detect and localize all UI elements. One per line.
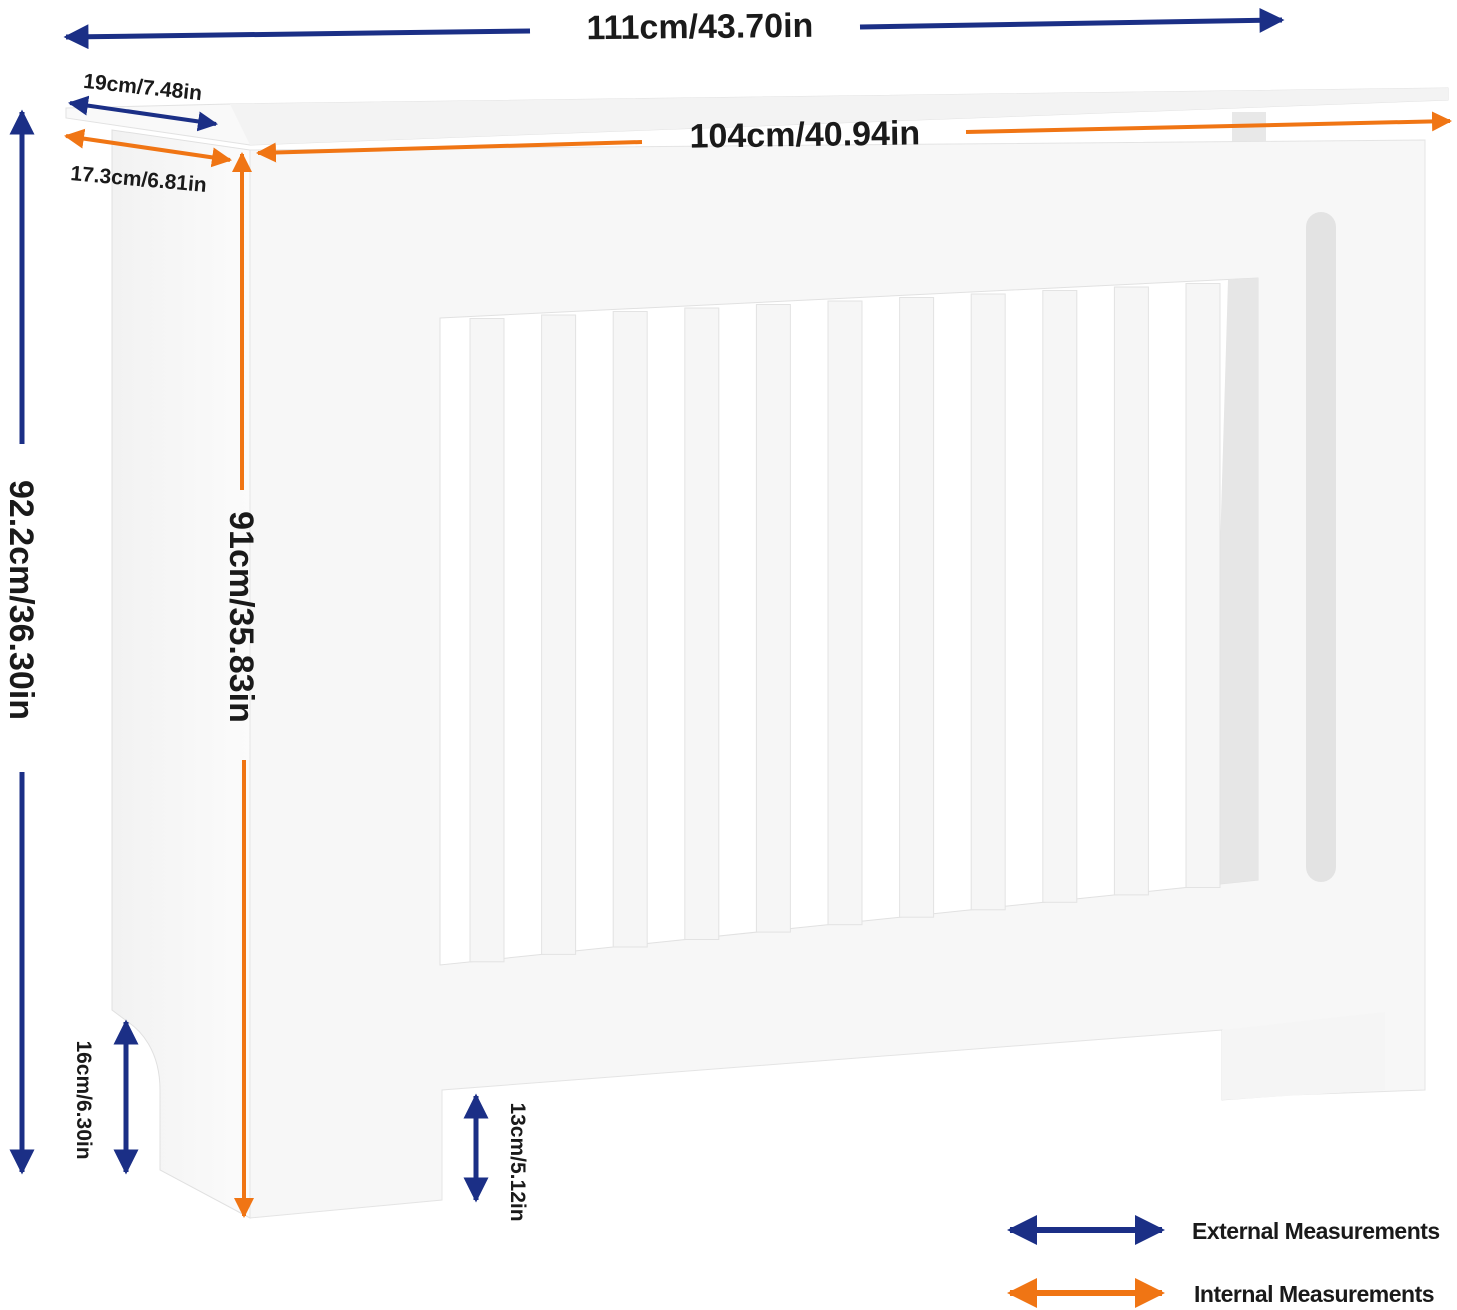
overall-width-arrow-right [859,7,1285,33]
depth-label: 19cm/7.48in [82,70,203,105]
grille-slat [469,318,505,963]
right-side-slot [1306,212,1336,882]
grille-slat [1042,290,1078,903]
grille-slat [684,307,720,940]
inner-height-label: 91cm/35.83in [222,511,260,723]
grille-slat [899,297,935,918]
legend-external-label: External Measurements [1192,1218,1440,1244]
legend-external: External Measurements [1007,1215,1440,1245]
grille-slat [1113,286,1149,896]
legend-internal: Internal Measurements [1007,1278,1435,1308]
grille-slat [755,304,791,933]
front-cutout-label: 13cm/5.12in [506,1102,529,1221]
grille-right-inner-wall [1210,278,1258,885]
inner-width-arrow-left [256,140,643,163]
right-leg [1222,1012,1385,1100]
grille-slat [541,314,577,955]
depth-arrow [68,95,218,132]
internal-dimensions: 104cm/40.94in 91cm/35.83in 17.3cm/6.81in… [64,111,1452,1222]
overall-height-label: 92.2cm/36.30in [2,480,40,720]
top-shelf-front-edge [230,88,1448,145]
grille-slat [970,293,1006,911]
legend: External Measurements Internal Measureme… [1007,1215,1440,1308]
grille-slat [1185,283,1221,888]
overall-width-arrow-left [63,24,531,50]
overall-width-label: 111cm/43.70in [586,7,813,47]
inner-width-label: 104cm/40.94in [689,114,920,155]
inner-width-arrow-right [965,111,1452,134]
external-dimensions: 111cm/43.70in 92.2cm/36.30in 19cm/7.48in… [2,7,1285,1175]
grille-slats [469,283,1221,963]
grille-slat [827,300,863,926]
side-cutout-label: 16cm/6.30in [72,1040,95,1159]
legend-internal-label: Internal Measurements [1194,1281,1434,1307]
radiator-cover-product [65,87,1449,1219]
grille-slat [612,311,648,948]
inner-depth-arrow [64,128,232,168]
